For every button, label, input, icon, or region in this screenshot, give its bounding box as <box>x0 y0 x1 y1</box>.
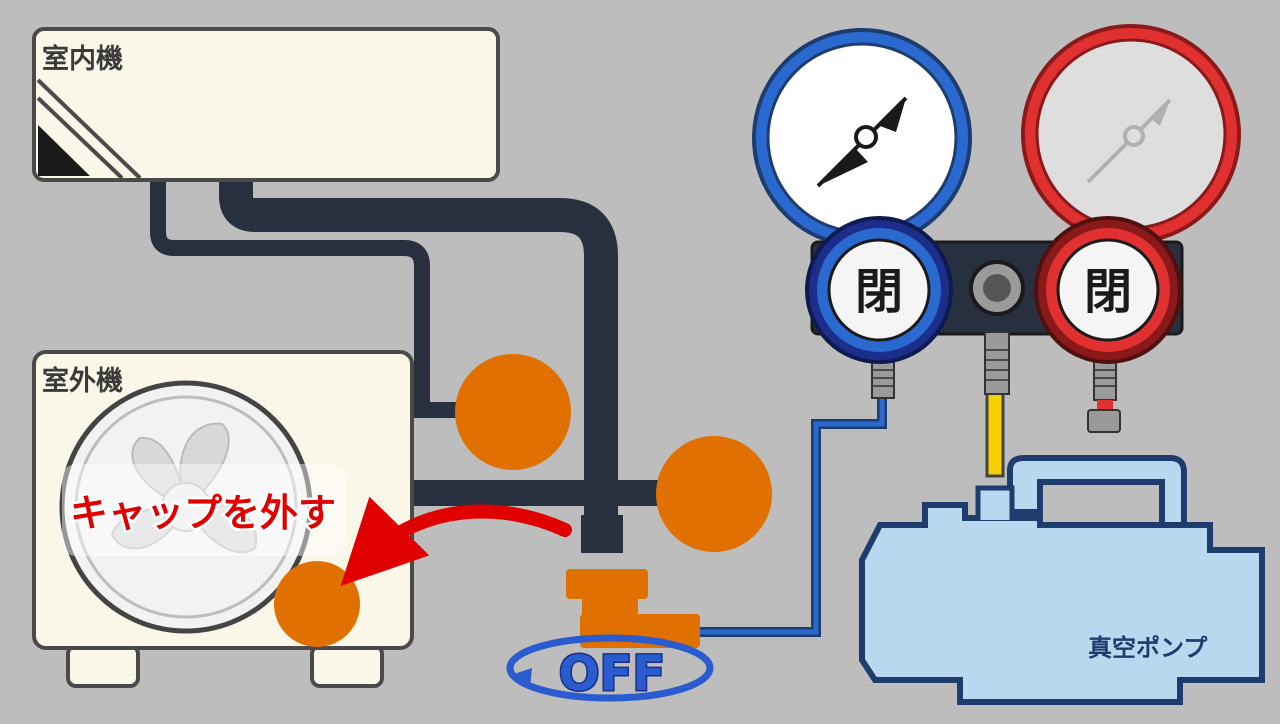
outdoor-unit-foot-right <box>310 644 384 688</box>
fan-icon <box>59 380 313 634</box>
low-valve-label: 閉 <box>855 264 903 320</box>
pressure-gauge-icon <box>816 96 908 188</box>
gas-pipe <box>219 182 618 520</box>
indoor-unit-vent <box>38 125 90 176</box>
pump-switch-indicator: OFF <box>506 634 714 704</box>
pump-inlet <box>975 485 1015 520</box>
pressure-gauge-icon <box>1086 98 1172 184</box>
service-port-body <box>581 515 623 553</box>
liquid-valve-cap[interactable] <box>455 354 571 470</box>
low-fitting <box>871 361 895 399</box>
rotate-arrow-icon <box>506 634 714 702</box>
indoor-unit: 室内機 <box>32 27 500 182</box>
instruction-bubble <box>62 464 346 556</box>
center-fitting <box>984 331 1010 395</box>
high-port-cap <box>1087 409 1121 433</box>
high-valve-knob[interactable]: 閉 <box>1034 216 1182 364</box>
high-pressure-gauge <box>1021 24 1241 244</box>
high-fitting <box>1087 361 1121 433</box>
pump-switch-label: OFF <box>559 646 665 702</box>
instruction-text: キャップを外す <box>70 491 336 535</box>
service-valve-coupler[interactable] <box>566 569 700 648</box>
outdoor-unit-label: 室外機 <box>42 365 123 397</box>
removed-cap[interactable] <box>274 561 360 647</box>
charge-hose <box>985 390 1005 478</box>
pump-body <box>859 502 1265 705</box>
indoor-unit-label: 室内機 <box>42 43 123 75</box>
outdoor-unit-foot-left <box>66 644 140 688</box>
manifold-gauge: 閉 閉 <box>752 24 1241 433</box>
low-valve-knob[interactable]: 閉 <box>805 216 953 364</box>
pump-label: 真空ポンプ <box>1088 634 1208 662</box>
curved-arrow-icon <box>340 496 572 586</box>
high-valve-label: 閉 <box>1084 264 1132 320</box>
low-pressure-gauge <box>752 28 972 248</box>
refrigerant-pipes <box>150 182 678 520</box>
gas-valve-cap[interactable] <box>656 436 772 552</box>
liquid-pipe <box>150 182 462 418</box>
vacuum-pump: 真空ポンプ <box>859 455 1265 705</box>
